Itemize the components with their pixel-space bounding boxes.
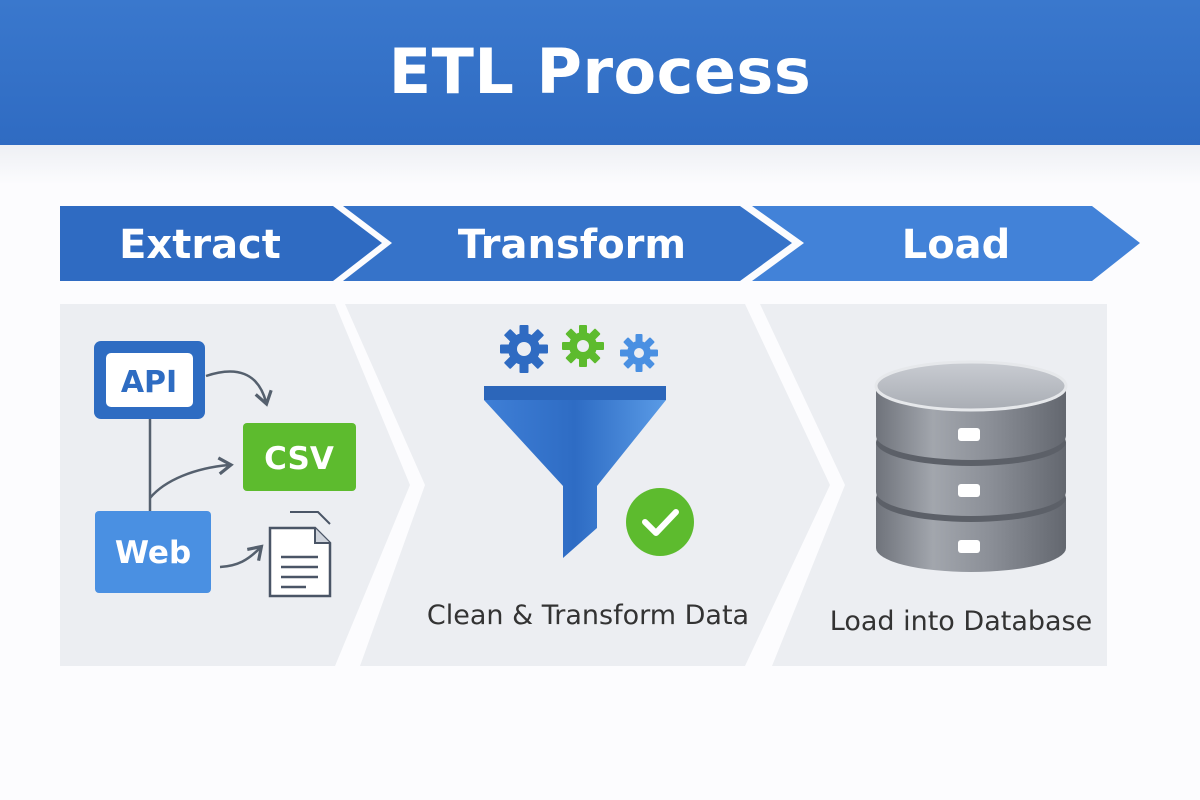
document-icon	[268, 511, 332, 598]
stage-label-load: Load	[902, 222, 1011, 268]
csv-label: CSV	[264, 441, 334, 477]
load-caption: Load into Database	[830, 606, 1093, 637]
gear-icon-green	[562, 325, 604, 367]
web-to-document-arrow-icon	[219, 544, 264, 569]
web-label: Web	[115, 535, 191, 571]
load-chevron[interactable]	[752, 206, 1140, 281]
funnel-icon	[484, 386, 666, 558]
header-shadow-band	[0, 145, 1200, 185]
transform-caption: Clean & Transform Data	[427, 600, 749, 631]
stage-label-extract: Extract	[119, 222, 281, 268]
web-source-box[interactable]: Web	[95, 511, 211, 593]
stage-label-transform: Transform	[458, 222, 686, 268]
gear-icon-light-blue	[620, 334, 658, 372]
database-icon	[874, 360, 1068, 572]
title-banner: ETL Process	[0, 0, 1200, 145]
api-label: API	[121, 365, 177, 400]
check-circle-icon	[626, 488, 694, 556]
transform-chevron[interactable]	[343, 206, 792, 281]
csv-source-box[interactable]: CSV	[243, 423, 356, 491]
extract-chevron[interactable]	[60, 206, 382, 281]
api-source-box[interactable]: API	[94, 341, 205, 419]
gear-icon-blue	[500, 325, 548, 373]
junction-to-csv-arrow-icon	[149, 456, 234, 499]
api-to-csv-arrow-icon	[205, 370, 273, 407]
page-title: ETL Process	[388, 35, 812, 108]
